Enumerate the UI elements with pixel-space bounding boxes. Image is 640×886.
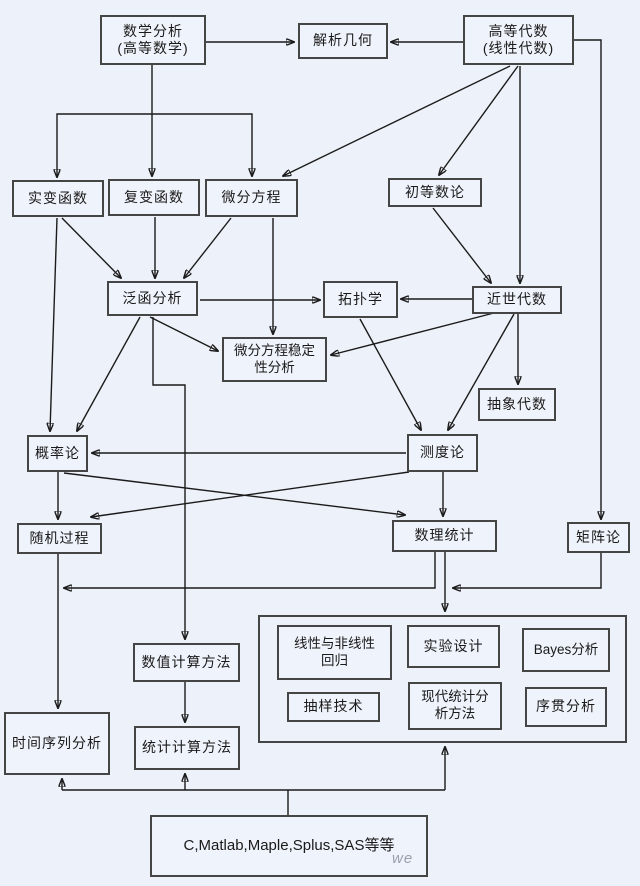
edge-probability-mathstat: [63, 472, 405, 515]
node-modern-algebra: 近世代数: [472, 286, 562, 314]
node-label: C,Matlab,Maple,Splus,SAS等等: [183, 836, 395, 854]
edge-mathanalysis-ode: [152, 113, 252, 176]
edge-ode-functional: [184, 217, 232, 278]
node-label: Bayes分析: [533, 641, 599, 657]
node-label: 拓扑学: [338, 290, 383, 307]
edge-matrix-mathstat-connector: [453, 553, 602, 588]
node-differential-equations: 微分方程: [205, 179, 298, 217]
node-software-tools: C,Matlab,Maple,Splus,SAS等等: [150, 815, 428, 877]
node-label: 初等数论: [405, 183, 465, 200]
node-label: (线性代数): [482, 40, 555, 56]
edge-software-bus: [62, 789, 445, 815]
node-label: 矩阵论: [576, 528, 621, 545]
node-topology: 拓扑学: [323, 281, 398, 318]
node-label: 线性与非线性: [294, 635, 375, 651]
node-numerical-computing-methods: 数值计算方法: [133, 643, 240, 682]
node-matrix-theory: 矩阵论: [567, 522, 630, 553]
node-label: 复变函数: [124, 188, 184, 205]
node-ode-stability-analysis: 微分方程稳定 性分析: [222, 337, 327, 382]
node-abstract-algebra: 抽象代数: [478, 388, 556, 421]
edge-measure-stochastic: [91, 471, 410, 517]
edge-realvar-probability: [50, 217, 58, 431]
node-mathematical-statistics: 数理统计: [392, 520, 497, 552]
edge-functional-numerical: [152, 317, 185, 639]
node-label: 数值计算方法: [141, 653, 232, 670]
node-complex-variable-functions: 复变函数: [108, 179, 200, 216]
edge-realvar-functional: [61, 217, 121, 278]
node-label: 回归: [321, 652, 348, 668]
node-label: 实验设计: [423, 637, 484, 654]
node-label: 时间序列分析: [12, 734, 102, 751]
node-time-series-analysis: 时间序列分析: [4, 712, 110, 775]
edge-advancedalgebra-ode: [283, 65, 511, 176]
node-label: 概率论: [35, 444, 80, 461]
node-math-analysis: 数学分析 (高等数学): [100, 15, 206, 65]
node-elementary-number-theory: 初等数论: [388, 178, 482, 207]
edge-numbertheory-modernalgebra: [432, 207, 491, 283]
node-label: 泛函分析: [122, 289, 183, 306]
node-sequential-analysis: 序贯分析: [525, 687, 607, 727]
node-experimental-design: 实验设计: [407, 625, 500, 668]
node-label: 微分方程稳定: [234, 342, 315, 358]
node-label: 高等代数: [488, 22, 549, 39]
edge-functional-odestability: [149, 316, 218, 351]
node-label: 近世代数: [487, 291, 547, 308]
node-real-variable-functions: 实变函数: [12, 180, 104, 217]
node-linear-nonlinear-regression: 线性与非线性 回归: [277, 625, 392, 680]
node-label: 序贯分析: [536, 698, 596, 715]
node-label: 解析几何: [313, 32, 373, 49]
node-stochastic-process: 随机过程: [17, 523, 102, 554]
node-analytic-geometry: 解析几何: [298, 23, 388, 59]
node-statistical-computing-methods: 统计计算方法: [134, 726, 240, 770]
node-label: 抽样技术: [303, 698, 364, 715]
edge-advancedalgebra-numbertheory: [439, 65, 519, 175]
node-label: 析方法: [434, 706, 476, 721]
node-label: 随机过程: [29, 529, 90, 546]
statistics-group-box: [258, 615, 627, 743]
edge-mathanalysis-realvar: [57, 113, 152, 177]
edge-advancedalgebra-matrix: [574, 39, 601, 519]
edge-topology-measure: [359, 318, 421, 430]
node-label: 现代统计分: [421, 689, 489, 705]
node-modern-statistical-analysis-methods: 现代统计分 析方法: [408, 682, 502, 730]
node-label: 数学分析: [123, 22, 183, 39]
node-label: (高等数学): [117, 40, 189, 56]
edge-modernalgebra-odestability: [331, 312, 495, 355]
node-measure-theory: 测度论: [407, 434, 478, 472]
node-advanced-algebra: 高等代数 (线性代数): [463, 15, 574, 65]
node-sampling-techniques: 抽样技术: [287, 692, 380, 722]
edge-modernalgebra-measure: [448, 313, 515, 430]
edge-functional-probability: [77, 316, 141, 431]
node-probability-theory: 概率论: [27, 435, 88, 472]
node-label: 统计计算方法: [142, 739, 232, 756]
node-bayes-analysis: Bayes分析: [522, 628, 610, 672]
node-label: 抽象代数: [487, 395, 547, 412]
node-label: 实变函数: [28, 189, 88, 206]
watermark-text: we: [392, 850, 414, 867]
node-label: 数理统计: [414, 527, 475, 544]
node-label: 微分方程: [221, 189, 282, 206]
node-functional-analysis: 泛函分析: [107, 281, 198, 316]
node-label: 性分析: [254, 359, 295, 375]
node-label: 测度论: [420, 444, 465, 461]
edge-mathstat-timeseries-connector: [64, 552, 436, 588]
